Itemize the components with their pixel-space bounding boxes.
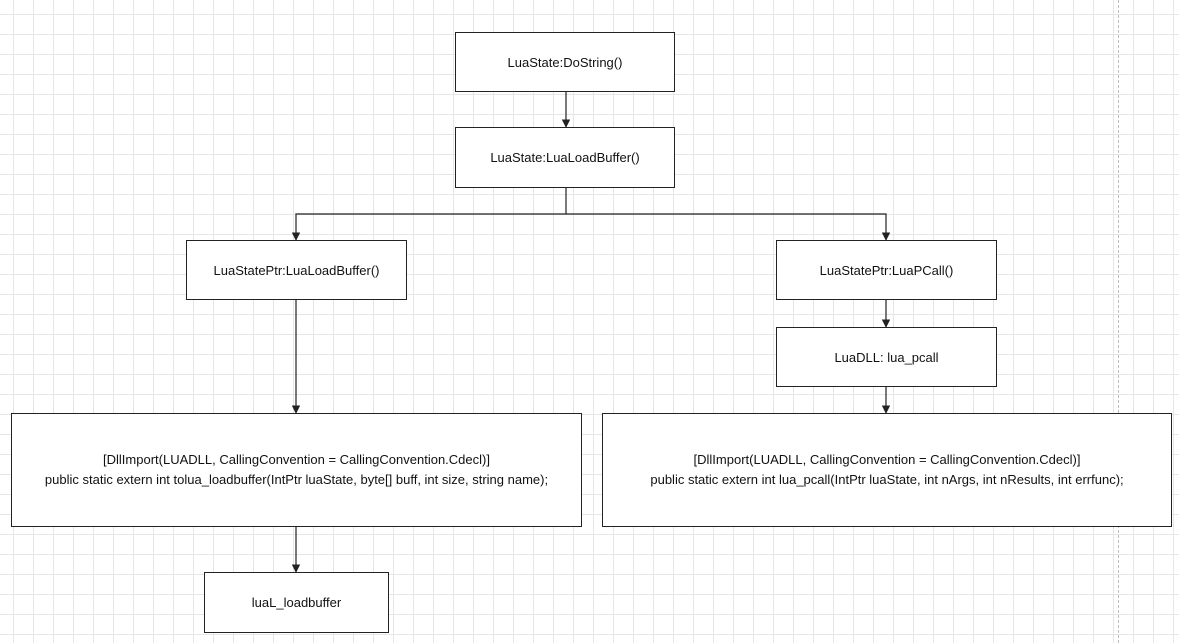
node-luastateptr-luapcall[interactable]: LuaStatePtr:LuaPCall() <box>776 240 997 300</box>
node-luastate-lualoadbuffer[interactable]: LuaState:LuaLoadBuffer() <box>455 127 675 188</box>
node-luastate-dostring[interactable]: LuaState:DoString() <box>455 32 675 92</box>
node-dllimport-tolua-loadbuffer[interactable]: [DllImport(LUADLL, CallingConvention = C… <box>11 413 582 527</box>
node-label: LuaStatePtr:LuaLoadBuffer() <box>213 262 380 278</box>
node-label-line-2: public static extern int tolua_loadbuffe… <box>44 472 549 487</box>
node-label-line-1: [DllImport(LUADLL, CallingConvention = C… <box>693 452 1081 467</box>
page-boundary-guide <box>1118 0 1119 643</box>
node-label: LuaDLL: lua_pcall <box>834 349 939 365</box>
node-lual-loadbuffer[interactable]: luaL_loadbuffer <box>204 572 389 633</box>
node-luastateptr-lualoadbuffer[interactable]: LuaStatePtr:LuaLoadBuffer() <box>186 240 407 300</box>
node-label-line-2: public static extern int lua_pcall(IntPt… <box>650 472 1124 487</box>
node-label: LuaState:DoString() <box>507 54 623 70</box>
node-label-line-1: [DllImport(LUADLL, CallingConvention = C… <box>103 452 490 467</box>
edge-state-loadbuffer-to-ptr-pcall <box>566 213 891 241</box>
edge-state-loadbuffer-to-ptr-loadbuffer <box>291 188 567 241</box>
node-label: LuaStatePtr:LuaPCall() <box>819 262 954 278</box>
node-dllimport-lua-pcall[interactable]: [DllImport(LUADLL, CallingConvention = C… <box>602 413 1172 527</box>
node-label: luaL_loadbuffer <box>251 595 342 610</box>
node-label: LuaState:LuaLoadBuffer() <box>490 150 640 165</box>
node-luadll-lua-pcall[interactable]: LuaDLL: lua_pcall <box>776 327 997 387</box>
